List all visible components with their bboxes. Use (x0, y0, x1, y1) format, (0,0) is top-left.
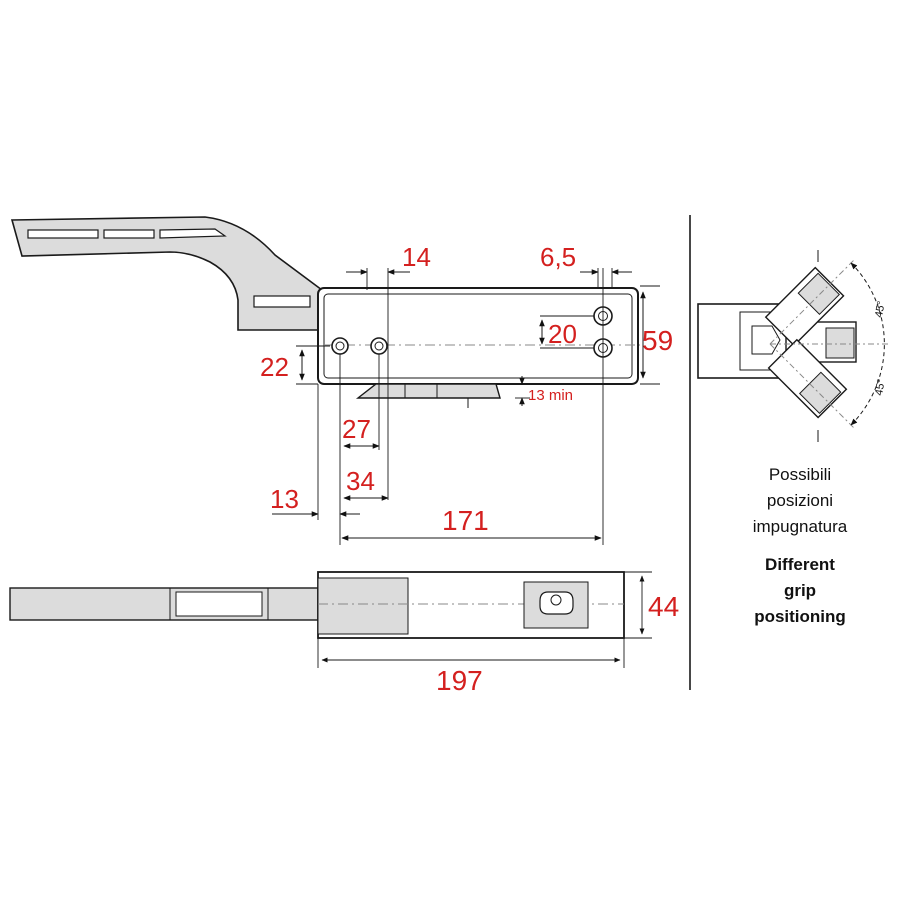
dim-22: 22 (260, 352, 289, 382)
handle-slot-2 (103, 229, 155, 239)
dim-14: 14 (402, 242, 431, 272)
latch-hook (355, 383, 501, 399)
angle-label-top: 45° (873, 300, 888, 318)
handle-slot-4 (253, 295, 311, 308)
dim-13: 13 (270, 484, 299, 514)
handle-slot-1 (27, 229, 99, 239)
caption-italian-line-3: impugnatura (752, 517, 848, 536)
dim-27: 27 (342, 414, 371, 444)
handle-bar (9, 587, 319, 621)
dim-171: 171 (442, 505, 489, 536)
dim-34: 34 (346, 466, 375, 496)
caption-english-line-3: positioning (754, 607, 846, 626)
end-view: 45° 45° (697, 250, 890, 442)
angle-arc (850, 262, 885, 426)
latch-body-inner (323, 293, 633, 379)
handle-slot-3 (159, 228, 227, 239)
hole-left-1 (331, 337, 349, 355)
top-view: 44 197 (9, 571, 679, 696)
latch-body (317, 287, 639, 385)
dim-44: 44 (648, 591, 679, 622)
dim-197: 197 (436, 665, 483, 696)
caption-italian-line-2: posizioni (766, 491, 834, 510)
latch-base-block (317, 577, 409, 635)
caption-english-line-1: Different (765, 555, 835, 574)
dim-59: 59 (642, 325, 673, 356)
side-view: 14 6,5 20 59 22 13 min 27 34 13 171 (10, 216, 673, 545)
handle-bar-window (175, 591, 263, 617)
dim-6-5: 6,5 (540, 242, 576, 272)
caption-italian: Possibili posizioni impugnatura (700, 462, 900, 540)
hole-left-2 (370, 337, 388, 355)
caption-english: Different grip positioning (700, 552, 900, 630)
lever-handle (10, 216, 323, 331)
caption-english-line-2: grip (783, 581, 817, 600)
dim-13-min: 13 min (528, 387, 573, 404)
caption-italian-line-1: Possibili (768, 465, 832, 484)
angle-label-bottom: 45° (873, 378, 888, 396)
dim-20: 20 (548, 319, 577, 349)
